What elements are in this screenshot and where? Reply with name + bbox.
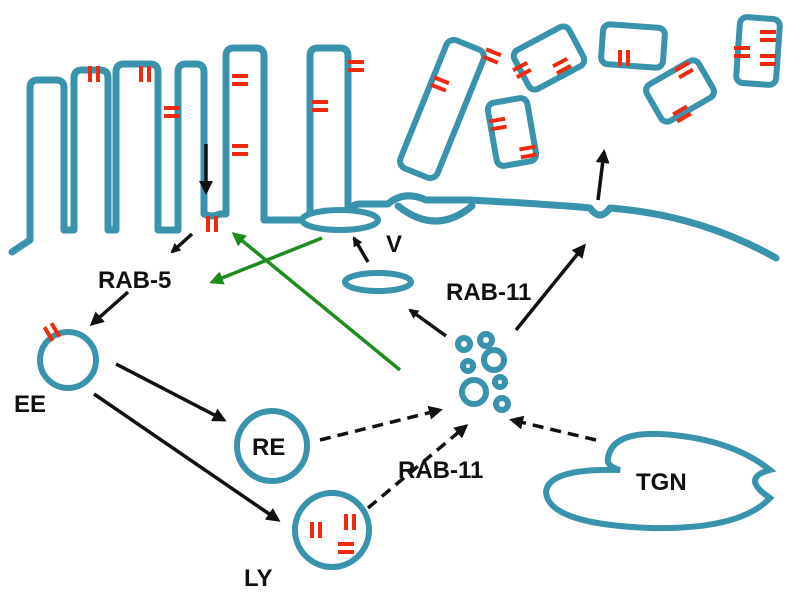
- cargo-marker: [312, 100, 328, 112]
- cargo-marker: [42, 322, 62, 342]
- label-rab11-upper: RAB-11: [446, 279, 531, 306]
- lysosome: [292, 490, 372, 570]
- arrow-ee-to-re: [115, 362, 227, 422]
- cargo-marker: [164, 106, 180, 118]
- cargo-marker: [512, 60, 532, 80]
- vesicle-cluster: [455, 331, 511, 413]
- label-tgn: TGN: [636, 469, 687, 496]
- arrow-cluster-to-surface: [514, 243, 586, 332]
- cargo-marker: [760, 54, 776, 66]
- cargo-marker: [430, 75, 450, 93]
- cargo-marker: [618, 50, 630, 66]
- cargo-marker: [674, 60, 694, 80]
- cargo-marker: [344, 514, 356, 530]
- arrow-re-to-cluster: [319, 405, 443, 442]
- arrow-exocytosis-up: [595, 149, 610, 201]
- cargo-marker: [232, 144, 248, 156]
- cargo-marker: [88, 66, 100, 82]
- arrow-rab5-to-ee: [89, 290, 130, 326]
- early-endosome: [37, 329, 99, 391]
- label-ee: EE: [14, 391, 46, 418]
- cargo-marker: [348, 60, 364, 72]
- released-tubule-6: [733, 14, 783, 88]
- vesicle-v: [342, 270, 414, 294]
- recycling-endosome: [234, 408, 310, 484]
- plasma-membrane: [8, 44, 780, 262]
- label-rab11-lower: RAB-11: [398, 457, 483, 484]
- cargo-markers: [88, 30, 776, 232]
- lysosome-cargo: [310, 514, 356, 554]
- cargo-marker: [206, 216, 218, 232]
- arrow-membrane-to-rab5: [170, 232, 194, 254]
- cargo-marker: [489, 116, 507, 132]
- arrow-ee-to-ly: [93, 392, 281, 522]
- label-re: RE: [252, 434, 285, 461]
- arrow-tgn-to-cluster: [509, 415, 597, 442]
- cargo-marker: [139, 66, 151, 82]
- released-tubule-1: [397, 36, 487, 182]
- cargo-marker: [552, 56, 572, 76]
- cargo-marker: [734, 46, 750, 58]
- fusing-vesicle-1: [299, 207, 381, 233]
- trans-golgi-network: [542, 430, 777, 532]
- arrow-cluster-to-v: [408, 308, 448, 338]
- cargo-marker: [310, 522, 322, 538]
- released-tubule-2: [510, 23, 588, 93]
- label-v: V: [386, 231, 402, 258]
- cargo-marker: [338, 542, 354, 554]
- cargo-marker: [760, 30, 776, 42]
- label-rab5: RAB-5: [98, 267, 171, 294]
- cargo-marker: [519, 144, 537, 160]
- arrow-cluster-to-membrane-green: [231, 232, 402, 372]
- cargo-marker: [672, 104, 692, 124]
- released-tubule-4: [598, 21, 668, 71]
- arrow-ly-to-cluster: [366, 424, 469, 510]
- cargo-marker: [232, 74, 248, 86]
- arrow-v-up: [352, 236, 370, 263]
- released-tubule-5: [643, 57, 717, 125]
- label-ly: LY: [244, 565, 272, 592]
- fusing-vesicle-2: [394, 202, 476, 225]
- cargo-marker: [482, 47, 502, 65]
